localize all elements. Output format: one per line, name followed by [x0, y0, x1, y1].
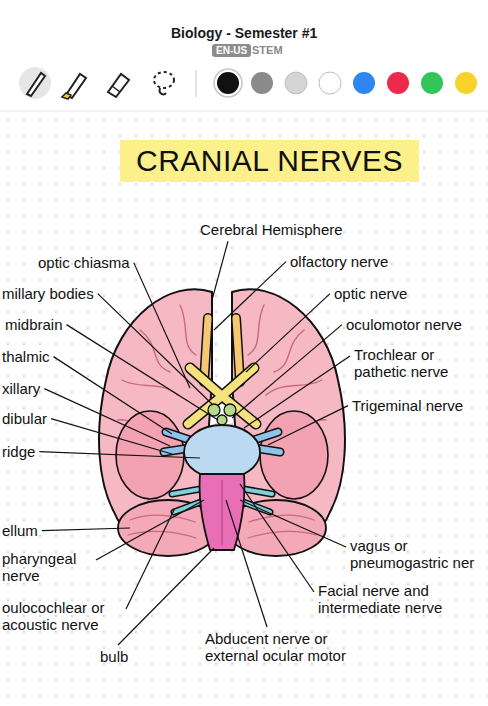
part-label: bulb — [100, 648, 128, 665]
part-label: millary bodies — [2, 285, 94, 302]
leader-line — [96, 500, 204, 560]
leader-line — [134, 263, 190, 388]
part-label: Cerebral Hemisphere — [200, 221, 343, 238]
toolbar-border — [0, 111, 488, 112]
eraser-icon — [108, 74, 129, 97]
leader-line — [214, 262, 286, 330]
color-dot — [421, 72, 443, 94]
leader-line — [226, 500, 267, 627]
color-dot — [251, 72, 273, 94]
leader-line — [98, 294, 212, 404]
part-label: optic chiasma — [38, 254, 130, 271]
optic-nerves — [188, 368, 256, 424]
olfactory-tract — [204, 318, 240, 382]
eraser-band — [112, 86, 120, 92]
dot-grid — [0, 112, 488, 706]
highlighter-tip — [62, 93, 71, 99]
medulla-fissure — [221, 480, 222, 545]
part-label: ellum — [2, 522, 38, 539]
page-title: CRANIAL NERVES — [120, 140, 419, 182]
color-dot — [455, 72, 477, 94]
notebook-title: Biology - Semester #1 — [171, 25, 317, 41]
medulla-oblongata — [200, 474, 245, 550]
midbrain-dot — [217, 415, 227, 425]
lasso-icon — [154, 72, 174, 88]
leader-line — [54, 357, 172, 434]
badge-text: EN-US — [216, 45, 247, 56]
part-label: Facial nerve and intermediate nerve — [318, 582, 478, 617]
part-label: Abducent nerve or external ocular motor — [205, 630, 380, 665]
color-dot — [353, 72, 375, 94]
part-label: xillary — [2, 380, 40, 397]
part-label: Trochlear or pathetic nerve — [354, 346, 476, 381]
color-swatches — [214, 69, 477, 97]
olfactory-outline — [204, 318, 240, 382]
leader-line — [51, 419, 172, 454]
part-label: vagus or pneumogastric ner — [350, 537, 484, 572]
selected-color-ring — [214, 69, 242, 97]
leader-line — [246, 294, 330, 372]
part-label: midbrain — [5, 316, 63, 333]
leader-line — [44, 389, 170, 446]
leader-line — [126, 510, 174, 609]
subject-tag: STEM — [252, 44, 283, 57]
color-dot — [387, 72, 409, 94]
lasso-tail — [160, 88, 166, 94]
color-dot — [319, 72, 341, 94]
part-label: thalmic — [2, 348, 50, 365]
leader-line — [268, 406, 348, 445]
pen-icon — [27, 73, 45, 96]
leader-line — [232, 325, 342, 418]
toolbar-icons — [19, 67, 196, 99]
selected-tool-ground — [19, 67, 51, 99]
toolbar-separator — [195, 70, 197, 97]
leader-line — [67, 325, 218, 420]
leader-line — [212, 241, 228, 300]
part-label: ridge — [2, 443, 35, 460]
part-label: pharyngeal nerve — [2, 550, 92, 585]
part-label: olfactory nerve — [290, 253, 388, 270]
part-label: oculomotor nerve — [346, 316, 462, 333]
leader-line — [42, 528, 130, 531]
part-label: oulocochlear or acoustic nerve — [2, 599, 122, 634]
part-label: dibular — [2, 410, 47, 427]
optic-outline — [188, 368, 256, 424]
mamillary-body — [224, 404, 236, 416]
leader-line — [118, 548, 214, 645]
leader-line — [244, 356, 350, 428]
part-label: optic nerve — [334, 285, 407, 302]
pons — [184, 425, 260, 479]
language-badge: EN-US — [212, 44, 251, 57]
leader-line — [39, 452, 200, 458]
color-dot — [217, 72, 239, 94]
part-label: Trigeminal nerve — [352, 397, 463, 414]
color-dot — [285, 72, 307, 94]
brain-drawing — [99, 289, 345, 556]
